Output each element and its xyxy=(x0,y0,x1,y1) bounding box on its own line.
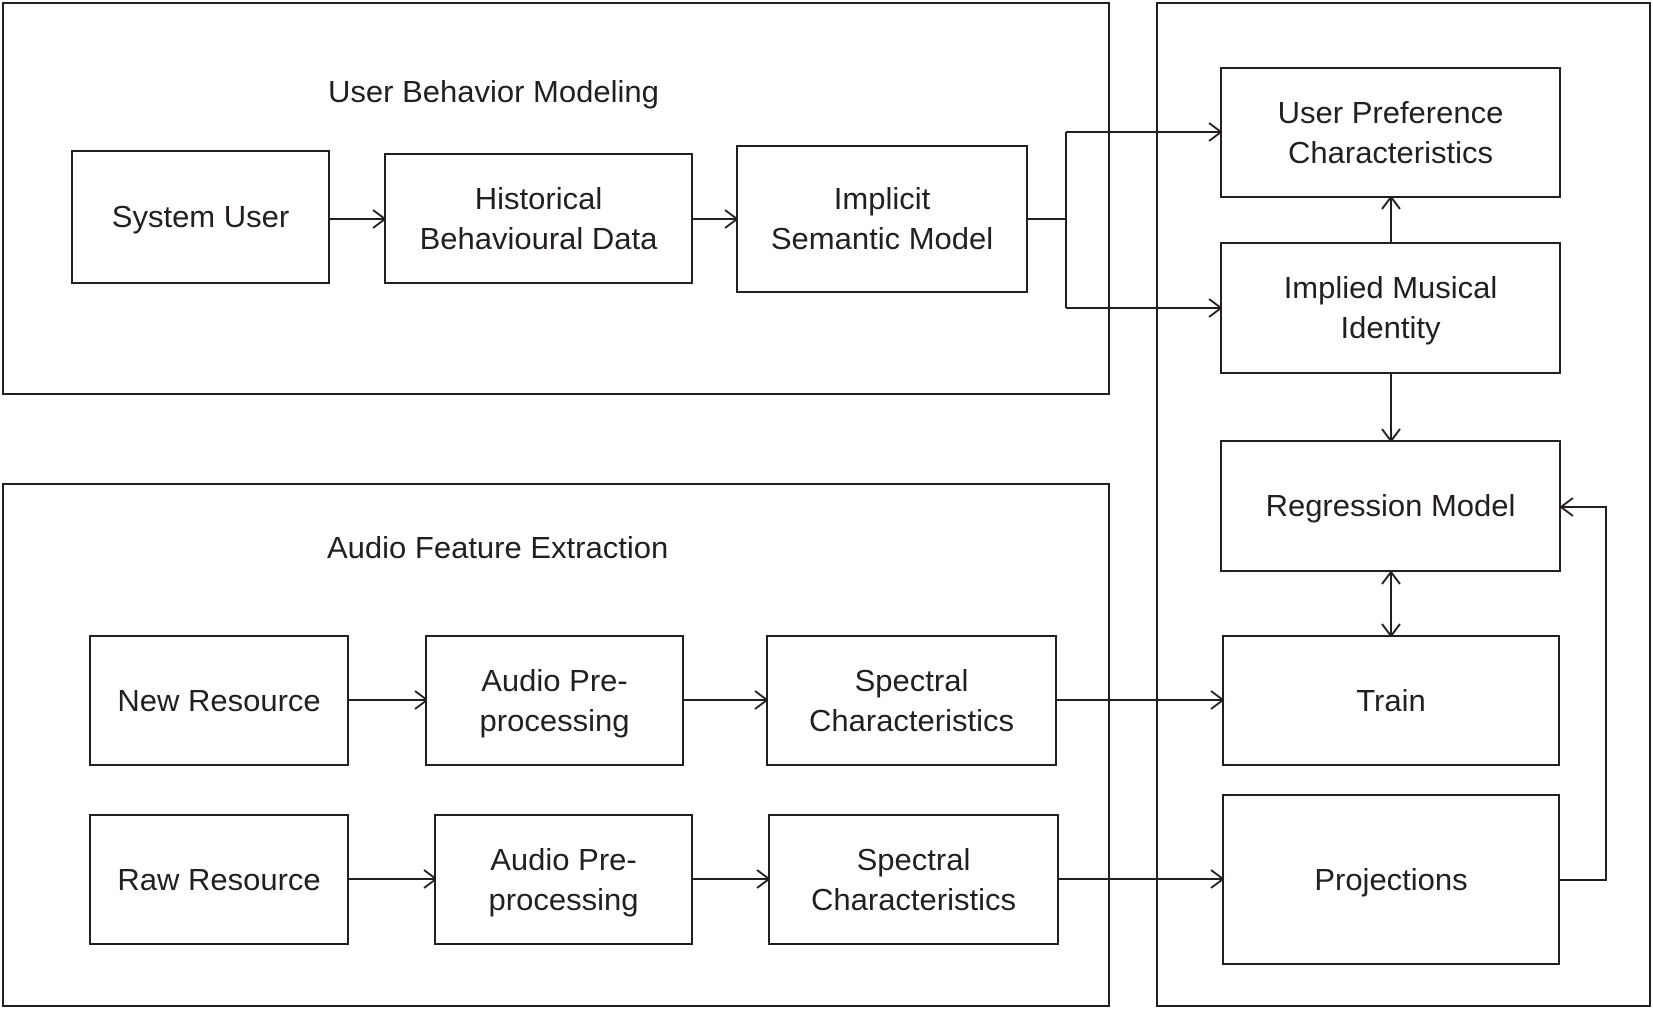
historical-data-node: Historical Behavioural Data xyxy=(384,153,693,284)
implicit-semantic-node: Implicit Semantic Model xyxy=(736,145,1028,293)
user-preference-label: User Preference Characteristics xyxy=(1277,94,1504,170)
regression-model-node: Regression Model xyxy=(1220,440,1561,572)
spectral-characteristics-2-node: Spectral Characteristics xyxy=(768,814,1059,945)
raw-resource-label: Raw Resource xyxy=(117,861,321,897)
arrowhead xyxy=(1381,570,1401,585)
new-resource-label: New Resource xyxy=(117,682,321,718)
raw-resource-node: Raw Resource xyxy=(89,814,349,945)
spectral-characteristics-2-label: Spectral Characteristics xyxy=(811,841,1016,917)
audio-preprocessing-1-label: Audio Pre- processing xyxy=(479,662,630,738)
edge-projections-regression xyxy=(1559,506,1607,881)
user-preference-node: User Preference Characteristics xyxy=(1220,67,1561,198)
audio-feature-title: Audio Feature Extraction xyxy=(327,530,669,565)
train-node: Train xyxy=(1222,635,1560,766)
projections-label: Projections xyxy=(1314,861,1468,897)
audio-preprocessing-1-node: Audio Pre- processing xyxy=(425,635,684,766)
user-behavior-panel xyxy=(2,2,1110,395)
arrowhead xyxy=(1559,497,1574,517)
implicit-semantic-label: Implicit Semantic Model xyxy=(770,181,994,256)
implied-identity-label: Implied Musical Identity xyxy=(1283,270,1498,345)
regression-model-label: Regression Model xyxy=(1265,488,1516,523)
historical-data-label: Historical Behavioural Data xyxy=(419,180,658,256)
audio-preprocessing-2-node: Audio Pre- processing xyxy=(434,814,693,945)
audio-preprocessing-2-label: Audio Pre- processing xyxy=(488,841,639,917)
system-user-label: System User xyxy=(111,199,290,234)
implied-identity-node: Implied Musical Identity xyxy=(1220,242,1561,374)
new-resource-node: New Resource xyxy=(89,635,349,766)
spectral-characteristics-1-node: Spectral Characteristics xyxy=(766,635,1057,766)
right-panel xyxy=(1156,2,1651,1007)
train-label: Train xyxy=(1356,682,1426,718)
system-user-node: System User xyxy=(71,150,330,284)
spectral-characteristics-1-label: Spectral Characteristics xyxy=(809,662,1014,738)
audio-feature-panel xyxy=(2,483,1110,1007)
user-behavior-title: User Behavior Modeling xyxy=(328,74,659,109)
projections-node: Projections xyxy=(1222,794,1560,965)
